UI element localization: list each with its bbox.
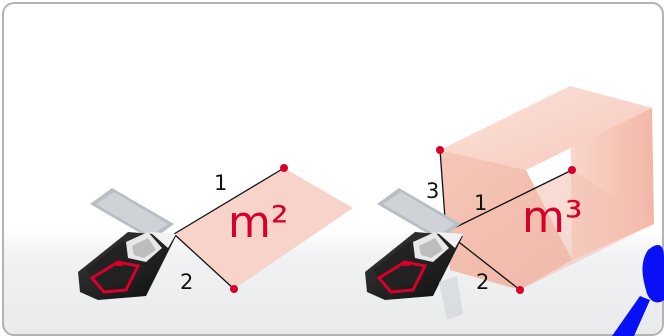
area-point-2 <box>230 285 238 293</box>
volume-point-3 <box>436 146 444 154</box>
area-line-1 <box>173 167 285 235</box>
laser-distance-meter-icon <box>78 188 176 300</box>
volume-box-floor <box>446 170 654 290</box>
volume-side-3-label: 3 <box>426 179 439 203</box>
volume-unit-label: m³ <box>522 192 583 243</box>
volume-point-2 <box>516 286 524 294</box>
volume-side-2-label: 2 <box>476 270 489 294</box>
area-illustration: 1 2 m² <box>173 164 353 294</box>
area-unit-label: m² <box>228 197 289 248</box>
volume-box-top <box>440 86 652 170</box>
volume-illustration: 3 1 2 m³ <box>426 86 654 294</box>
volume-point-1 <box>568 166 576 174</box>
volume-line-1 <box>445 169 573 233</box>
area-line-2 <box>173 233 235 290</box>
area-plane <box>174 168 353 289</box>
area-side-1-label: 1 <box>214 171 227 195</box>
blue-watermark-shape <box>612 244 664 336</box>
area-side-2-label: 2 <box>180 270 193 294</box>
volume-side-1-label: 1 <box>474 191 487 215</box>
laser-distance-meter-icon <box>365 188 463 320</box>
area-point-1 <box>280 164 288 172</box>
